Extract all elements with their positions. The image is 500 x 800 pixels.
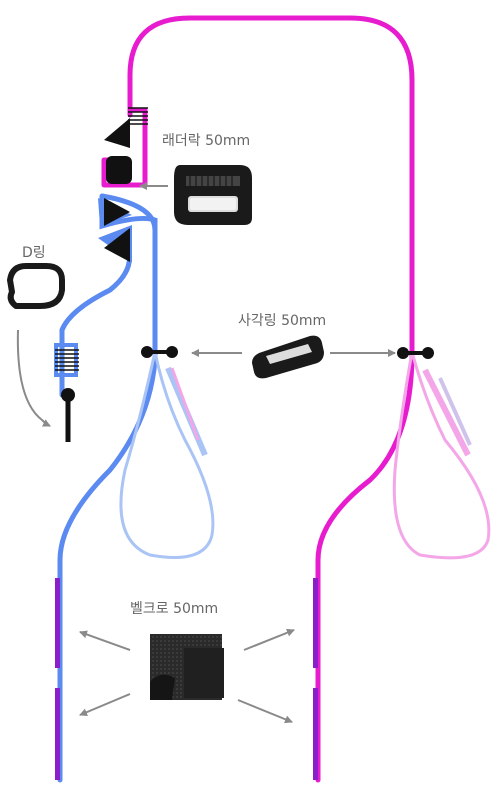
d-ring-icon (7, 263, 65, 309)
left-strap (57, 193, 158, 783)
square-ring-right-on-strap (397, 347, 434, 359)
arrow-velcro-right-top (243, 628, 295, 651)
velcro-strip-right-top (313, 578, 318, 668)
velcro-strip-left-bottom (55, 688, 60, 780)
ladder-lock-on-strap (104, 107, 148, 262)
arrow-velcro-right-bottom (237, 699, 293, 724)
square-ring-label: 사각링 50mm (238, 313, 326, 329)
arrow-velcro-left-bottom (79, 693, 131, 716)
velcro-label: 벨크로 50mm (130, 601, 218, 617)
arrow-velcro-left-top (79, 630, 131, 651)
left-loop (119, 351, 215, 559)
square-ring-icon (252, 335, 324, 379)
arrow-d-ring (16, 329, 51, 427)
velcro-strip-right-bottom (313, 688, 318, 780)
ladder-lock-buckle-icon (174, 165, 252, 225)
d-ring-on-strap (54, 343, 79, 442)
ladder-lock-label: 래더락 50mm (162, 133, 250, 149)
velcro-patch-icon (150, 634, 224, 700)
square-ring-left-on-strap (141, 346, 178, 358)
right-loop (392, 351, 491, 560)
velcro-strip-left-top (55, 578, 60, 668)
d-ring-label: D링 (22, 245, 46, 261)
